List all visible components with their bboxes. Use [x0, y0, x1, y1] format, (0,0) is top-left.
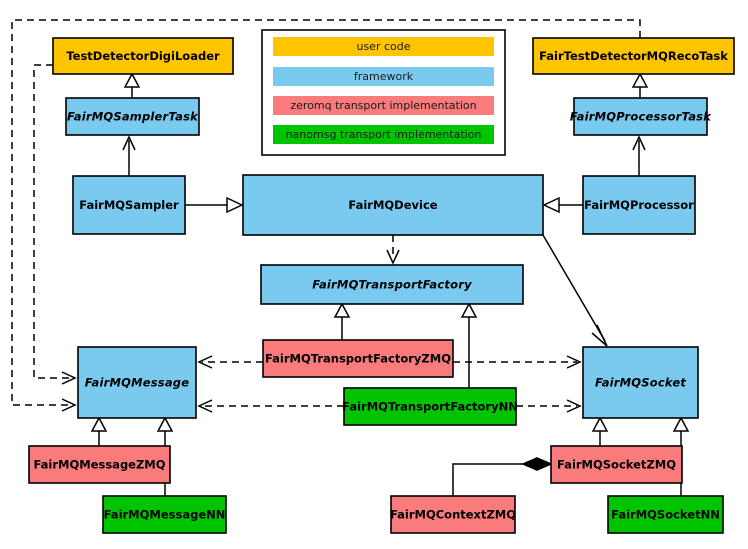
edge-socketzmq-to-socket: [591, 416, 609, 446]
class-node-label-factoryzmq: FairMQTransportFactoryZMQ: [265, 352, 451, 366]
class-node-rect-factory: [260, 264, 524, 305]
edge-device-to-factory: [386, 235, 400, 265]
class-node-rect-processor: [582, 175, 696, 235]
class-node-message[interactable]: FairMQMessage: [77, 346, 197, 419]
class-node-label-factory: FairMQTransportFactory: [312, 278, 472, 292]
class-node-socket[interactable]: FairMQSocket: [582, 346, 699, 419]
class-node-rect-message: [77, 346, 197, 419]
class-node-processor[interactable]: FairMQProcessor: [582, 175, 696, 235]
legend-swatch-framework: [273, 67, 494, 86]
class-node-rect-messagenn: [102, 495, 227, 534]
edge-samplertask-to-digiloader: [123, 72, 141, 98]
class-node-rect-factorynn: [343, 387, 517, 426]
class-node-label-socketnn: FairMQSocketNN: [611, 508, 720, 522]
class-node-rect-contextzmq: [390, 495, 516, 534]
edge-factoryzmq-to-message: [197, 355, 263, 369]
class-node-label-processor: FairMQProcessor: [584, 198, 694, 212]
class-node-rect-device: [242, 174, 544, 236]
class-node-label-recotask: FairTestDetectorMQRecoTask: [539, 49, 728, 63]
class-node-digiloader[interactable]: TestDetectorDigiLoader: [52, 37, 234, 75]
edge-processor-to-device: [542, 196, 583, 214]
legend-label-user-code: user code: [356, 40, 410, 53]
class-node-label-factorynn: FairMQTransportFactoryNN: [342, 400, 518, 414]
edge-device-to-socket: [542, 234, 608, 347]
class-node-label-contextzmq: FairMQContextZMQ: [390, 508, 516, 522]
edge-factoryzmq-to-factory: [333, 302, 351, 340]
class-node-rect-processortask: [573, 97, 708, 136]
edge-recotask-to-message: [11, 19, 641, 412]
class-node-label-socketzmq: FairMQSocketZMQ: [557, 458, 676, 472]
node-layer: TestDetectorDigiLoaderFairMQSamplerTaskF…: [28, 37, 735, 534]
class-node-recotask[interactable]: FairTestDetectorMQRecoTask: [532, 37, 735, 75]
class-node-messagenn[interactable]: FairMQMessageNN: [102, 495, 227, 534]
class-node-label-device: FairMQDevice: [348, 198, 437, 212]
class-node-socketnn[interactable]: FairMQSocketNN: [607, 495, 724, 534]
class-node-contextzmq[interactable]: FairMQContextZMQ: [390, 495, 516, 534]
edge-factorynn-to-message: [197, 399, 344, 413]
legend-swatch-zeromq: [273, 96, 494, 115]
legend-label-zeromq: zeromq transport implementation: [290, 99, 476, 112]
class-node-messagezmq[interactable]: FairMQMessageZMQ: [28, 445, 171, 484]
class-node-rect-recotask: [532, 37, 735, 75]
class-node-socketzmq[interactable]: FairMQSocketZMQ: [550, 445, 683, 484]
legend-label-nanomsg: nanomsg transport implementation: [286, 128, 482, 141]
class-node-rect-messagezmq: [28, 445, 171, 484]
legend-swatch-nanomsg: [273, 125, 494, 144]
class-node-label-messagezmq: FairMQMessageZMQ: [33, 458, 165, 472]
edge-processor-to-processortask: [632, 135, 646, 176]
legend: user code framework zeromq transport imp…: [261, 29, 506, 156]
class-node-factorynn[interactable]: FairMQTransportFactoryNN: [342, 387, 518, 426]
class-node-label-message: FairMQMessage: [85, 376, 189, 390]
class-node-label-digiloader: TestDetectorDigiLoader: [66, 49, 220, 63]
class-node-device[interactable]: FairMQDevice: [242, 174, 544, 236]
class-node-samplertask[interactable]: FairMQSamplerTask: [65, 97, 200, 136]
class-node-rect-sampler: [72, 175, 186, 235]
class-node-rect-factoryzmq: [262, 339, 454, 378]
class-node-label-messagenn: FairMQMessageNN: [104, 508, 226, 522]
class-node-rect-digiloader: [52, 37, 234, 75]
edge-sampler-to-device: [185, 196, 244, 214]
class-node-rect-socket: [582, 346, 699, 419]
class-node-processortask[interactable]: FairMQProcessorTask: [570, 97, 712, 136]
edge-layer: [11, 19, 690, 496]
class-node-rect-samplertask: [65, 97, 200, 136]
edge-digiloader-to-message: [33, 64, 77, 385]
edge-factoryzmq-to-socket: [453, 355, 582, 369]
class-node-label-sampler: FairMQSampler: [79, 198, 179, 212]
edge-factorynn-to-factory: [460, 302, 478, 388]
class-node-factoryzmq[interactable]: FairMQTransportFactoryZMQ: [262, 339, 454, 378]
class-node-sampler[interactable]: FairMQSampler: [72, 175, 186, 235]
edge-processortask-to-recotask: [631, 72, 649, 98]
class-node-rect-socketnn: [607, 495, 724, 534]
edge-messagezmq-to-message: [90, 416, 108, 446]
edge-factorynn-to-socket: [516, 399, 582, 413]
edge-contextzmq-to-socketzmq: [452, 457, 553, 496]
edge-sampler-to-samplertask: [122, 135, 136, 176]
legend-swatch-user-code: [273, 37, 494, 56]
class-node-label-samplertask: FairMQSamplerTask: [67, 110, 199, 124]
legend-label-framework: framework: [354, 70, 414, 83]
class-node-factory[interactable]: FairMQTransportFactory: [260, 264, 524, 305]
class-node-label-processortask: FairMQProcessorTask: [570, 110, 712, 124]
class-node-rect-socketzmq: [550, 445, 683, 484]
class-node-label-socket: FairMQSocket: [595, 376, 686, 390]
